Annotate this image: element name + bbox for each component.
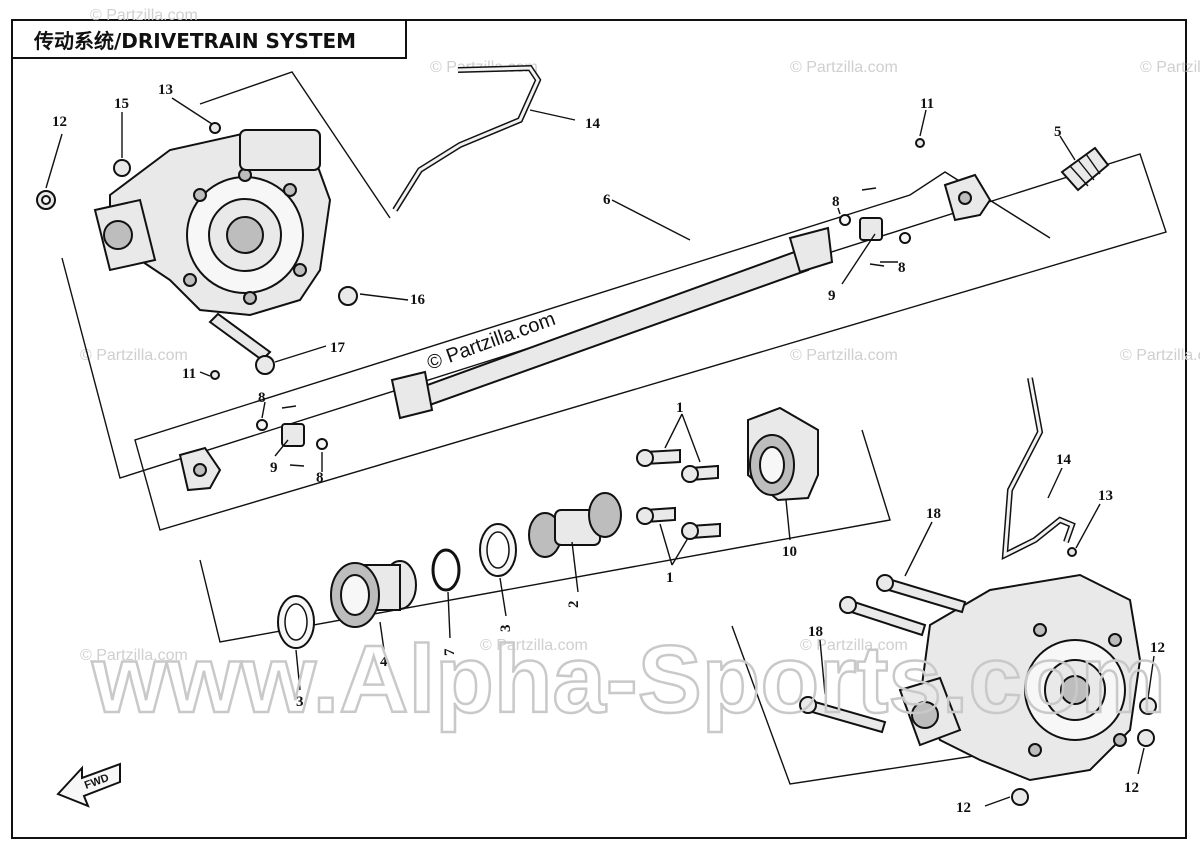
callout-1: 1 (666, 570, 674, 586)
callout-7: 7 (442, 648, 458, 656)
callout-12: 12 (1150, 640, 1165, 656)
part-12-nut (36, 190, 56, 210)
part-3-ring-right (479, 523, 517, 577)
part-1-bolts (636, 448, 721, 540)
part-13-plug (209, 122, 221, 134)
callout-3: 3 (498, 625, 514, 633)
callout-2: 2 (566, 601, 582, 609)
watermark-group: © Partzilla.com © Partzilla.com © Partzi… (80, 7, 1200, 664)
callout-9: 9 (270, 460, 278, 476)
callout-8: 8 (258, 390, 266, 406)
callout-18: 18 (808, 624, 823, 640)
callout-11: 11 (920, 96, 934, 112)
watermark-alpha-sports: www.Alpha-Sports.com (91, 626, 1166, 733)
callout-13: 13 (158, 82, 173, 98)
callout-labels: 12 15 13 14 6 5 11 8 8 9 16 17 11 8 9 8 … (52, 82, 1165, 816)
fwd-arrow: FWD (56, 762, 121, 808)
watermark-partzilla: © Partzilla.com (1120, 347, 1200, 364)
watermark-partzilla: © Partzilla.com (800, 637, 908, 654)
rear-differential (898, 573, 1142, 782)
part-6-propshaft (390, 226, 834, 420)
callout-11: 11 (182, 366, 196, 382)
part-2-coupler (528, 492, 622, 558)
part-10-flange (747, 406, 819, 502)
callout-8: 8 (316, 470, 324, 486)
diagram-title: 传动系统/DRIVETRAIN SYSTEM (33, 29, 356, 53)
callout-18: 18 (926, 506, 941, 522)
callout-3: 3 (296, 694, 304, 710)
callout-9: 9 (828, 288, 836, 304)
callout-6: 6 (603, 192, 611, 208)
callout-14: 14 (585, 116, 601, 132)
callout-12: 12 (1124, 780, 1139, 796)
callout-8: 8 (832, 194, 840, 210)
watermark-partzilla: © Partzilla.com (790, 347, 898, 364)
callout-8: 8 (898, 260, 906, 276)
watermark-partzilla: © Partzilla.com (480, 637, 588, 654)
watermark-partzilla: © Partzilla.com (790, 59, 898, 76)
part-4-bearing (330, 560, 417, 628)
watermark-partzilla: © Partzilla.com (80, 647, 188, 664)
watermark-partzilla: © Partzilla.com (1140, 59, 1200, 76)
front-differential (93, 128, 332, 317)
part-15-plug (113, 159, 131, 177)
assembly-outlines (61, 71, 1167, 785)
watermark-partzilla: © Partzilla.com (90, 7, 198, 24)
title-box: 传动系统/DRIVETRAIN SYSTEM (11, 19, 407, 59)
part-5-boot (1060, 146, 1110, 192)
callout-1: 1 (676, 400, 684, 416)
callout-12: 12 (52, 114, 67, 130)
part-18-bolts (799, 574, 967, 734)
part-7-circlip (431, 548, 461, 592)
callout-13: 13 (1098, 488, 1113, 504)
callout-15: 15 (114, 96, 129, 112)
callout-14: 14 (1056, 452, 1072, 468)
u-joint-right (839, 138, 992, 267)
leader-lines (45, 97, 1155, 807)
outer-frame (11, 19, 1187, 839)
callout-17: 17 (330, 340, 346, 356)
callout-16: 16 (410, 292, 426, 308)
part-17-bolt (208, 312, 275, 375)
callout-4: 4 (380, 654, 388, 670)
watermark-partzilla: © Partzilla.com (80, 347, 188, 364)
callout-12: 12 (956, 800, 971, 816)
callout-5: 5 (1054, 124, 1062, 140)
part-16-plug (338, 286, 358, 306)
part-12-nuts-rear (1011, 697, 1157, 806)
callout-10: 10 (782, 544, 797, 560)
part-3-ring-left (277, 595, 315, 649)
part-13-plug-rear (1067, 547, 1077, 557)
part-14-hose-top (392, 64, 542, 212)
u-joint-left (178, 370, 328, 492)
